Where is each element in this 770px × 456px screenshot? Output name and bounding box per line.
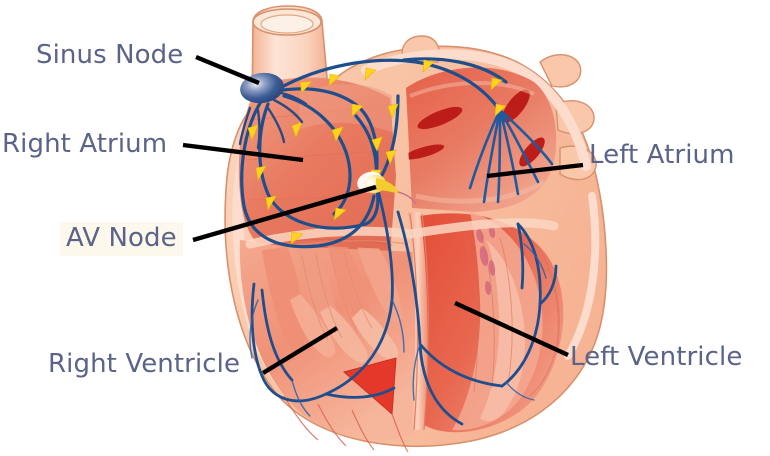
left-atrial-fiber-fan xyxy=(468,108,554,204)
leader-lines xyxy=(182,54,584,375)
purkinje-fine-branches xyxy=(249,243,547,417)
label-av-node: AV Node xyxy=(60,222,183,257)
leader-line-right-ventricle xyxy=(261,326,339,375)
leader-line-left-ventricle xyxy=(454,301,569,357)
label-right-atrium: Right Atrium xyxy=(2,129,168,159)
leader-line-right-atrium xyxy=(182,142,304,163)
leader-line-av-node xyxy=(192,184,377,243)
label-left-ventricle: Left Ventricle xyxy=(570,342,743,372)
label-sinus-node: Sinus Node xyxy=(36,40,184,70)
apex-surface-vessels xyxy=(283,395,409,453)
leader-line-sinus-node xyxy=(195,54,260,86)
label-right-ventricle: Right Ventricle xyxy=(48,349,241,379)
label-left-atrium: Left Atrium xyxy=(589,140,735,170)
left-ventricle-wall-marks xyxy=(476,226,496,295)
right-ventricle-chamber xyxy=(239,240,416,453)
leader-line-left-atrium xyxy=(486,162,584,179)
